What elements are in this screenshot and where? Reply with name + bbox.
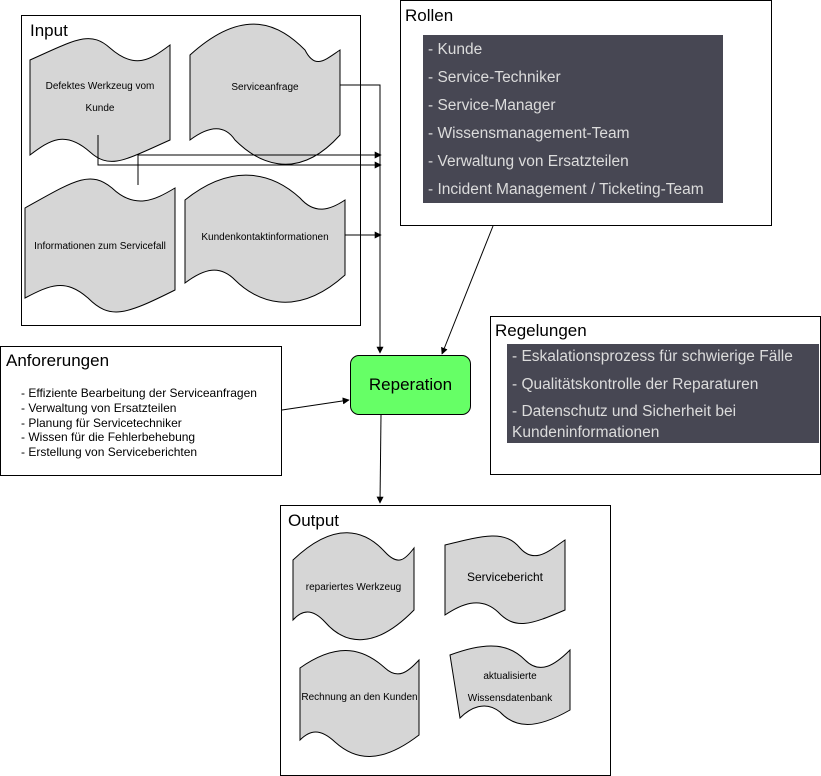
connector-rollen-to-reperation — [441, 225, 494, 355]
rollen-item: - Service-Manager — [428, 97, 556, 114]
wissensdatenbank-line2: Wissensdatenbank — [467, 693, 553, 704]
anforderungen-item: - Erstellung von Serviceberichten — [21, 445, 198, 460]
regelungen-item: Kundeninformationen — [512, 423, 660, 441]
rollen-list-panel: - Kunde - Service-Techniker - Service-Ma… — [423, 35, 723, 203]
defektes-werkzeug-line2: Kunde — [85, 103, 115, 114]
input-title: Input — [30, 21, 68, 40]
regelungen-list-panel: - Eskalationsprozess für schwierige Fäll… — [507, 344, 819, 443]
regelungen-item: - Eskalationsprozess für schwierige Fäll… — [512, 348, 793, 365]
doc-shape-kundenkontakt — [184, 174, 346, 303]
reperation-process-node[interactable]: Reperation — [350, 355, 471, 415]
rollen-item: - Service-Techniker — [428, 69, 561, 86]
rollen-item: - Wissensmanagement-Team — [428, 125, 630, 142]
servicebericht-label: Servicebericht — [466, 570, 544, 584]
defektes-werkzeug-label: Defektes Werkzeug vom Kunde — [30, 76, 170, 120]
connector-reperation-to-output — [376, 414, 384, 504]
wissensdatenbank-line1: aktualisierte — [483, 671, 537, 682]
doc-shape-repariertes-werkzeug — [292, 532, 415, 641]
anforderungen-title: Anforerungen — [6, 351, 110, 370]
doc-shape-wissensdatenbank — [449, 645, 571, 725]
connector-anforderungen-to-reperation — [281, 397, 350, 411]
anforderungen-list: - Effiziente Bearbeitung der Serviceanfr… — [21, 386, 257, 460]
regelungen-title: Regelungen — [495, 321, 587, 340]
anforderungen-item: - Planung für Servicetechniker — [21, 415, 182, 430]
rollen-item: - Verwaltung von Ersatzteilen — [428, 153, 629, 170]
doc-shape-rechnung — [299, 650, 420, 757]
connector-serviceanfrage-to-reperation — [340, 84, 384, 354]
anforderungen-item: - Verwaltung von Ersatzteilen — [21, 400, 177, 415]
doc-shape-serviceanfrage — [189, 23, 341, 165]
doc-shape-defektes-werkzeug — [29, 38, 171, 162]
kundenkontakt-label: Kundenkontaktinformationen — [201, 232, 329, 243]
rollen-item: - Incident Management / Ticketing-Team — [428, 181, 704, 198]
output-title: Output — [288, 511, 340, 530]
connector-informationen — [137, 151, 382, 185]
regelungen-item: - Datenschutz und Sicherheit bei — [512, 403, 737, 420]
informationen-label: Informationen zum Servicefall — [34, 241, 166, 252]
serviceanfrage-label: Serviceanfrage — [231, 82, 299, 93]
repariertes-werkzeug-label: repariertes Werkzeug — [305, 582, 402, 593]
wissensdatenbank-label: aktualisierte Wissensdatenbank — [450, 666, 570, 710]
connector-defektes-werkzeug — [97, 135, 382, 169]
anforderungen-item: - Effiziente Bearbeitung der Serviceanfr… — [21, 386, 257, 400]
anforderungen-item: - Wissen für die Fehlerbehebung — [21, 430, 196, 445]
defektes-werkzeug-line1: Defektes Werkzeug vom — [45, 81, 155, 92]
rollen-title: Rollen — [405, 6, 454, 25]
anforderungen-box — [0, 346, 282, 476]
doc-shape-informationen — [24, 178, 176, 313]
regelungen-item: - Qualitätskontrolle der Reparaturen — [512, 375, 759, 393]
rollen-item: - Kunde — [428, 41, 483, 58]
rechnung-label: Rechnung an den Kunden — [301, 692, 418, 703]
doc-shape-servicebericht — [444, 535, 566, 625]
